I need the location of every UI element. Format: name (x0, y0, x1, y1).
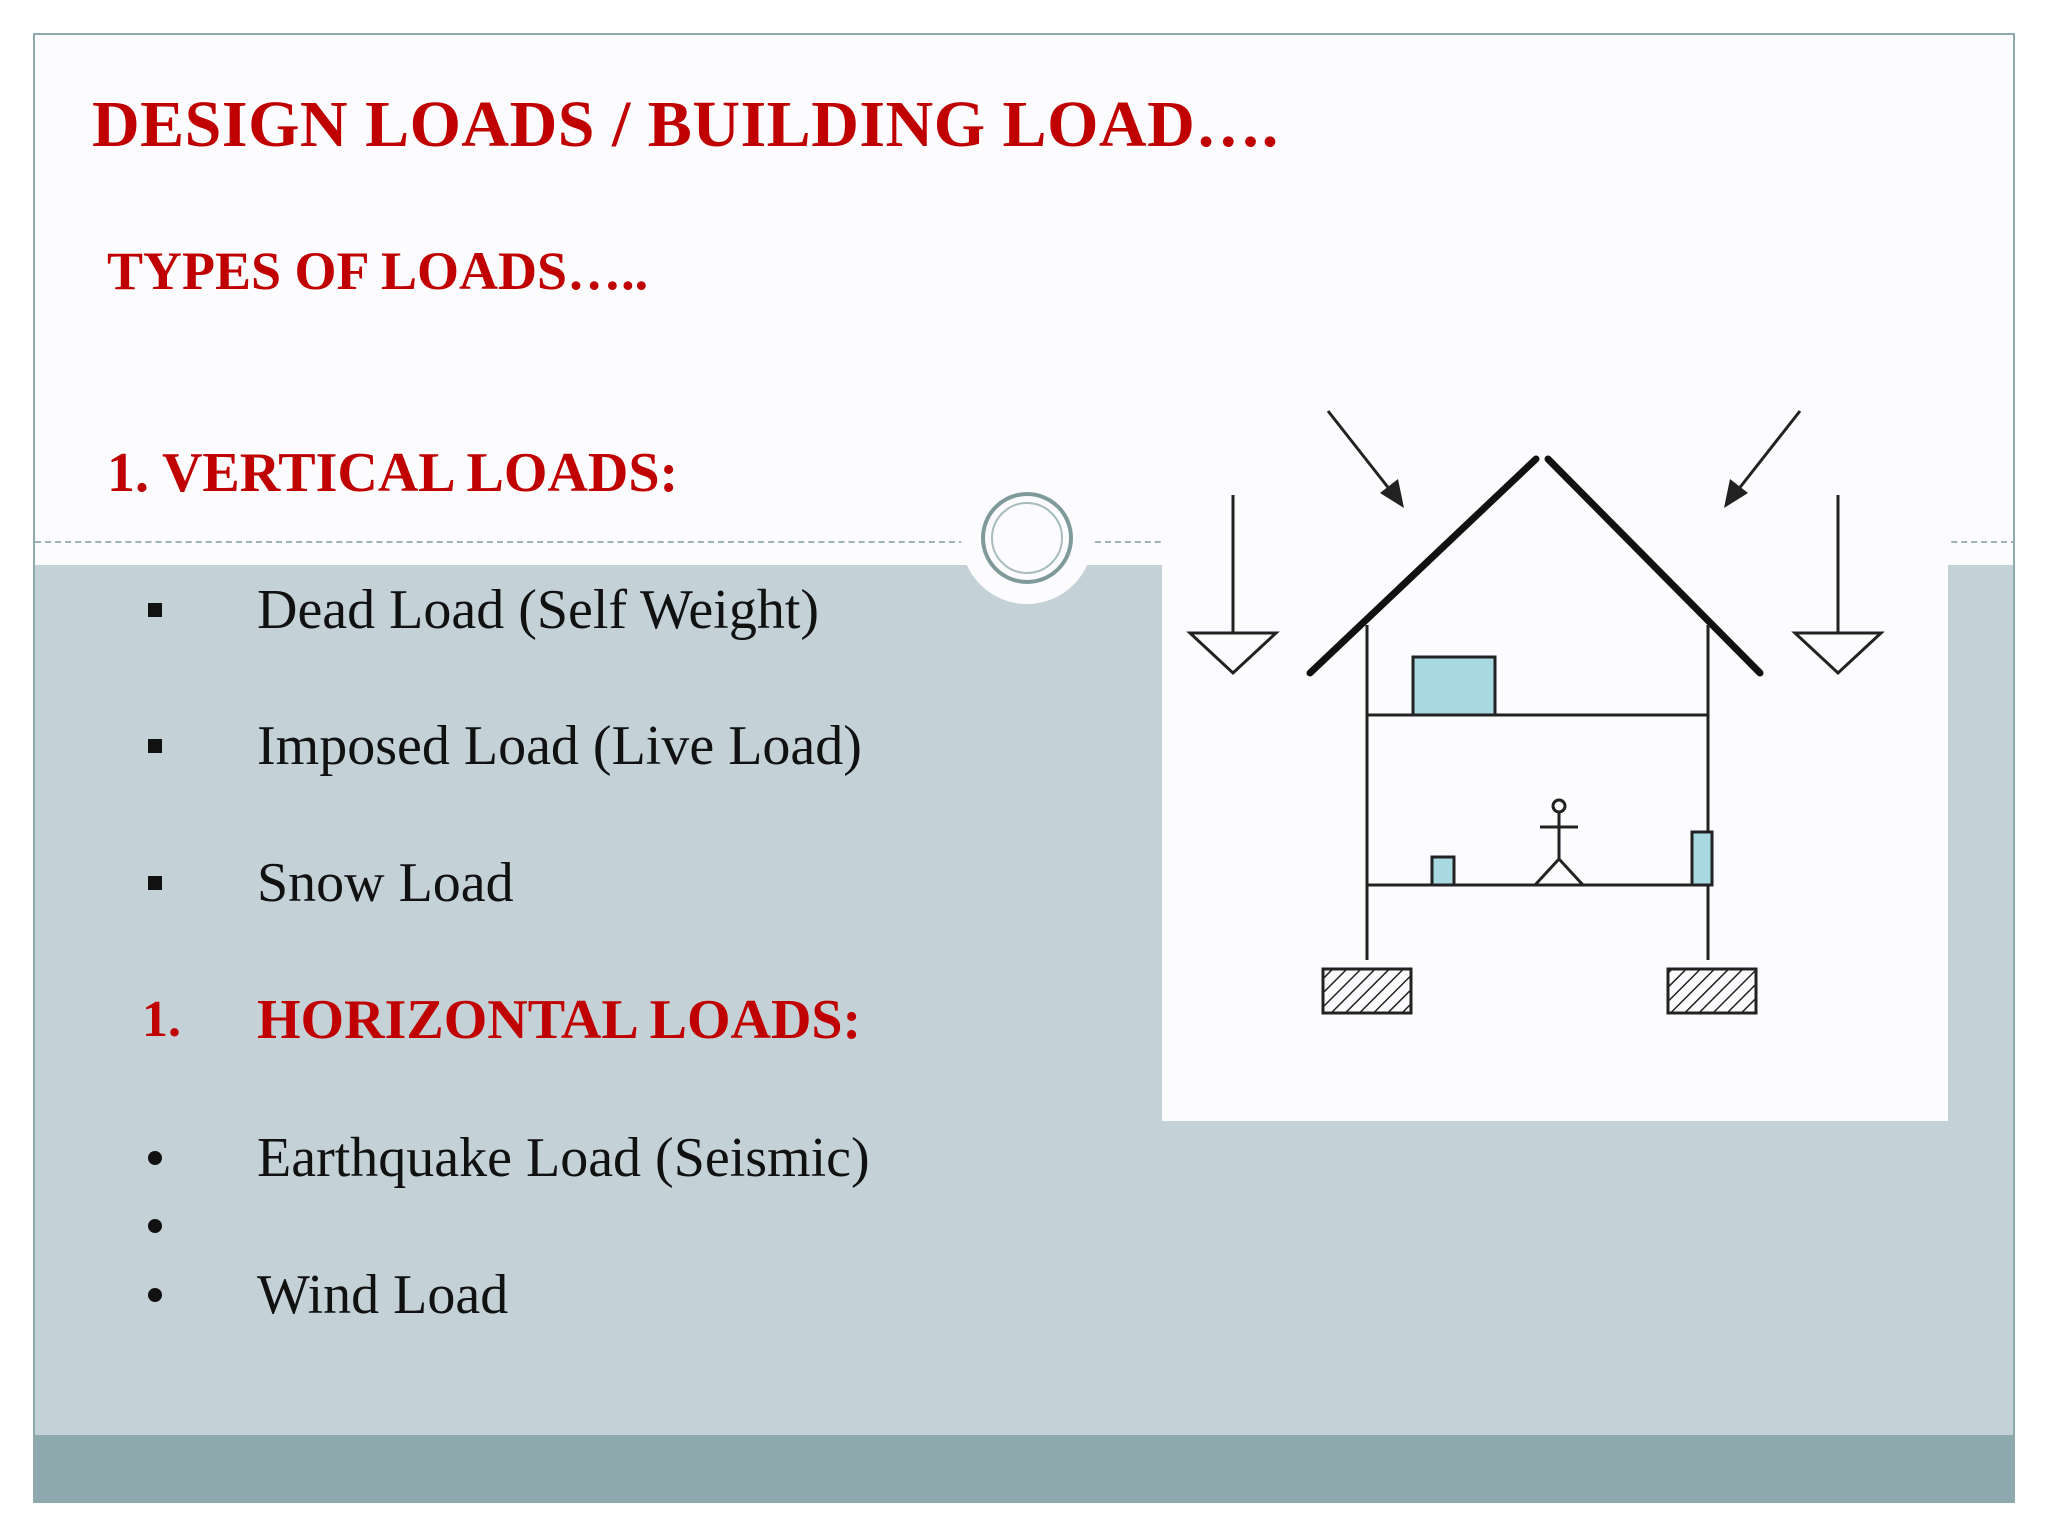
circle-ornament-icon (961, 472, 1093, 604)
list-item-text: Dead Load (Self Weight) (257, 579, 820, 641)
house-frame (1365, 625, 1710, 960)
round-bullet-icon (148, 1219, 162, 1233)
vertical-load-arrow-left (1186, 495, 1280, 676)
vertical-load-arrow-right (1791, 495, 1885, 676)
small-box-left (1430, 855, 1456, 887)
list-item (105, 1191, 1005, 1261)
round-bullet-icon (148, 1288, 162, 1302)
list-item: Dead Load (Self Weight) (105, 575, 1005, 645)
list-item: Snow Load (105, 848, 1005, 918)
slide: DESIGN LOADS / BUILDING LOAD…. TYPES OF … (33, 33, 2015, 1503)
diagonal-load-arrow-left (1326, 410, 1404, 508)
horizontal-loads-heading: 1. HORIZONTAL LOADS: (105, 985, 1005, 1055)
list-item: Wind Load (105, 1260, 1005, 1330)
tall-box-right (1690, 830, 1714, 887)
upper-floor-box (1411, 655, 1497, 717)
horizontal-heading-text: HORIZONTAL LOADS: (257, 989, 862, 1051)
footer-bar (35, 1435, 2013, 1501)
house-diagram (1186, 410, 1885, 1015)
building-load-diagram (1162, 375, 1948, 1121)
square-bullet-icon (148, 876, 162, 890)
house-roof (1306, 455, 1764, 677)
list-item-text: Wind Load (257, 1264, 509, 1326)
square-bullet-icon (148, 739, 162, 753)
square-bullet-icon (148, 603, 162, 617)
vertical-loads-heading: 1. VERTICAL LOADS: (107, 442, 679, 504)
list-item: Imposed Load (Live Load) (105, 711, 1005, 781)
slide-title: DESIGN LOADS / BUILDING LOAD…. (92, 88, 1279, 161)
list-item-text: Imposed Load (Live Load) (257, 715, 862, 777)
list-item-text: Earthquake Load (Seismic) (257, 1127, 870, 1189)
horizontal-heading-number: 1. (142, 991, 181, 1048)
list-item-text: Snow Load (257, 852, 514, 914)
footing-right (1666, 967, 1758, 1015)
diagonal-load-arrow-right (1724, 410, 1802, 508)
footing-left (1321, 967, 1413, 1015)
ornament-ring (981, 492, 1073, 584)
slide-subtitle: TYPES OF LOADS….. (107, 241, 649, 301)
list-item: Earthquake Load (Seismic) (105, 1123, 1005, 1193)
round-bullet-icon (148, 1151, 162, 1165)
dashed-divider-left (35, 541, 965, 543)
person-figure (1533, 798, 1585, 887)
